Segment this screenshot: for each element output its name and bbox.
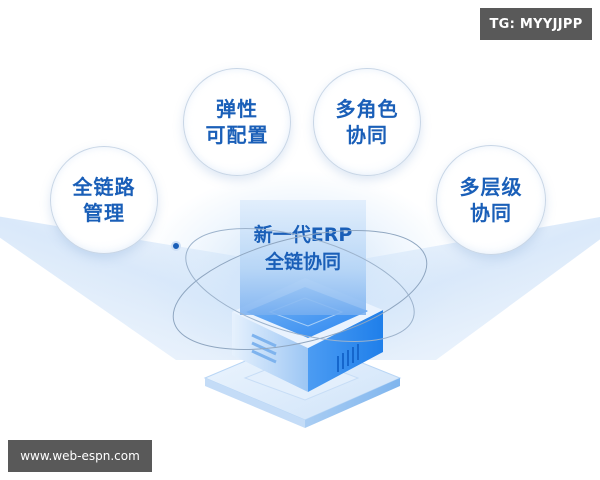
watermark-telegram: TG: MYYJJPP [480,8,592,40]
center-title-line2: 全链协同 [264,251,341,273]
feature-bubble-multi-level: 多层级 协同 [436,145,546,255]
center-title-line1: 新一代ERP [253,224,353,246]
watermark-url: www.web-espn.com [8,440,152,472]
feature-label-line1: 多角色 [335,97,399,121]
feature-bubble-multi-role: 多角色 协同 [313,68,421,176]
feature-label-line1: 多层级 [459,175,523,199]
center-title-panel: 新一代ERP 全链协同 [240,200,366,315]
feature-label-line2: 管理 [83,201,125,225]
feature-label-line2: 协同 [470,201,512,225]
feature-bubble-full-chain-management: 全链路 管理 [50,146,158,254]
feature-label-line1: 弹性 [216,97,258,121]
orbit-node-dot [171,241,181,251]
feature-label-line2: 可配置 [205,123,269,147]
feature-label-line1: 全链路 [72,175,136,199]
feature-bubble-flexible-config: 弹性 可配置 [183,68,291,176]
feature-label-line2: 协同 [346,123,388,147]
